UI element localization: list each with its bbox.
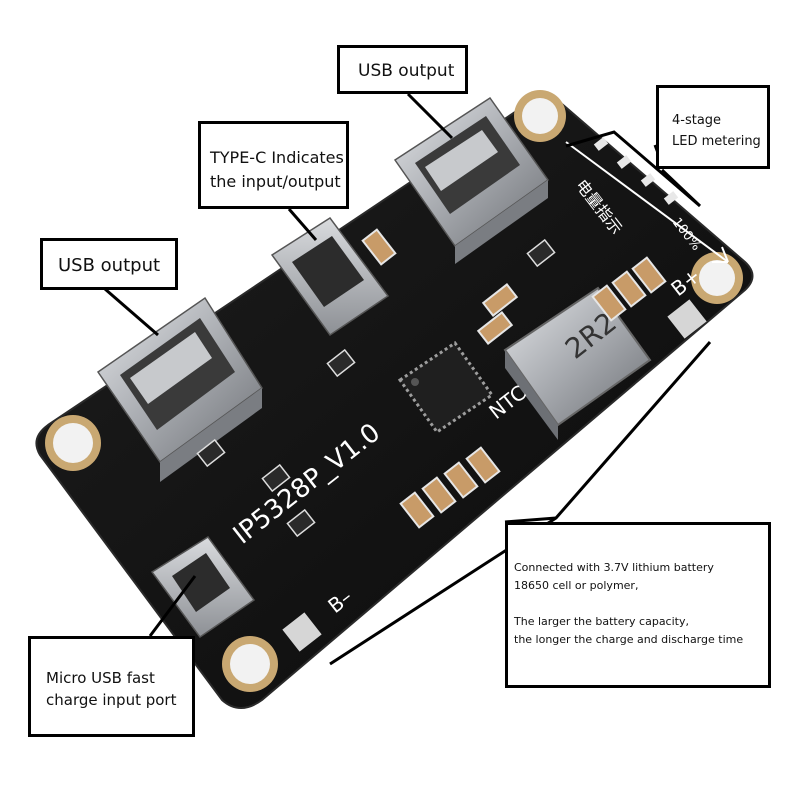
callout-text: 18650 cell or polymer,: [514, 579, 639, 592]
callout-text: USB output: [358, 61, 455, 81]
callout-usb-output-left: USB output: [40, 238, 178, 290]
mounting-hole: [45, 415, 101, 471]
callout-text: [514, 595, 768, 613]
callout-text: TYPE-C Indicates: [210, 148, 344, 167]
mounting-hole: [222, 636, 278, 692]
callout-type-c: TYPE-C Indicates the input/output: [198, 121, 349, 209]
callout-led-metering: 4-stage LED metering: [656, 85, 770, 169]
battery-pad-plus: [667, 299, 707, 339]
smd-components: [361, 228, 667, 529]
callout-text: charge input port: [46, 691, 177, 709]
ic-chip: [397, 340, 495, 435]
usb-a-port-top: [393, 96, 550, 264]
mounting-hole: [514, 90, 566, 142]
callout-text: Micro USB fast: [46, 669, 155, 687]
mounting-hole: [691, 252, 743, 304]
usb-a-port-left: [96, 296, 264, 482]
callout-text: the input/output: [210, 172, 341, 191]
callout-text: LED metering: [672, 134, 761, 149]
transistors: [196, 238, 556, 538]
callout-micro-usb: Micro USB fast charge input port: [28, 636, 195, 737]
battery-pad-minus: [282, 612, 322, 652]
micro-usb-port: [150, 535, 256, 639]
led-arrow-line: [565, 141, 729, 263]
callout-text: USB output: [58, 255, 161, 276]
callout-text: The larger the battery capacity,: [514, 615, 689, 628]
callout-usb-output-top: USB output: [337, 45, 468, 94]
usb-c-port: [270, 216, 390, 337]
callout-battery: Connected with 3.7V lithium battery 1865…: [505, 522, 771, 688]
callout-text: the longer the charge and discharge time: [514, 633, 744, 646]
callout-text: 4-stage: [672, 113, 722, 128]
callout-text: Connected with 3.7V lithium battery: [514, 561, 714, 574]
led-arrow-head: [712, 246, 729, 263]
led-pads: [593, 137, 679, 205]
